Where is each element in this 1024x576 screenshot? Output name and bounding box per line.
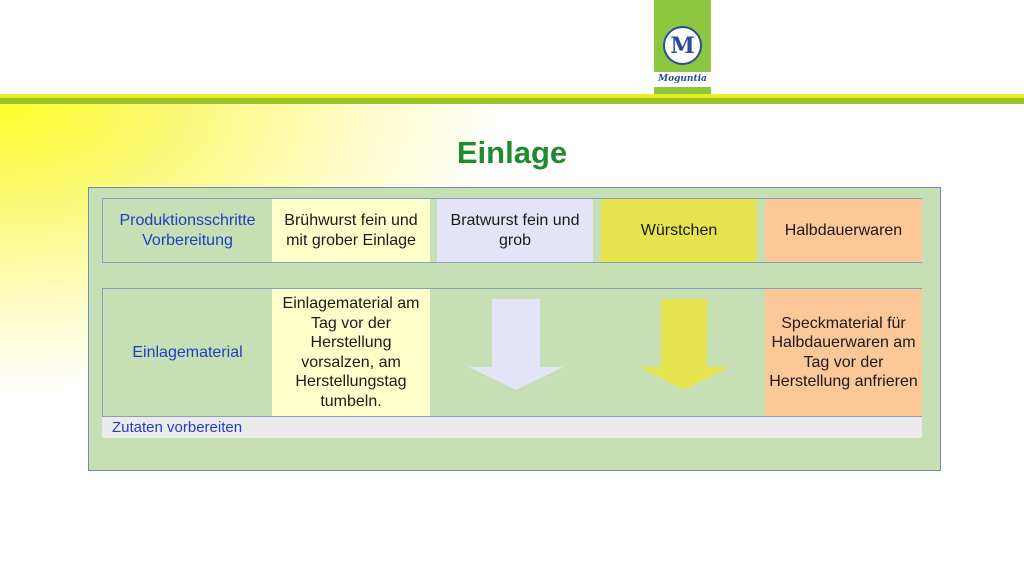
header-row-label: Produktionsschritte Vorbereitung: [119, 212, 256, 249]
header-wuerstchen: Würstchen: [601, 199, 757, 262]
header-halbdauerwaren: Halbdauerwaren: [765, 199, 922, 262]
header-bratwurst: Bratwurst fein und grob: [437, 199, 593, 262]
logo-base: [654, 88, 711, 94]
header-stripe-green: [0, 98, 1024, 104]
einlagematerial-row-label: Einlagematerial: [132, 343, 243, 361]
header-bruehwurst: Brühwurst fein und mit grober Einlage: [272, 199, 430, 262]
slide-title: Einlage: [456, 135, 568, 170]
einlagematerial-bruehwurst: Einlagematerial am Tag vor der Herstellu…: [272, 289, 430, 416]
logo-emblem: M: [663, 26, 702, 65]
logo-letter: M: [670, 32, 695, 59]
logo-wordmark: Moguntia: [654, 72, 711, 87]
down-arrow-icon: [469, 299, 563, 390]
down-arrow-icon: [639, 299, 729, 390]
moguntia-logo: M Moguntia: [654, 0, 711, 94]
einlagematerial-halbdauerwaren: Speckmaterial für Halbdauerwaren am Tag …: [765, 289, 922, 416]
footer-label: Zutaten vorbereiten: [102, 417, 922, 438]
header-row: Produktionsschritte Vorbereitung Brühwur…: [102, 198, 922, 263]
header-stripe-yellow: [0, 94, 1024, 98]
